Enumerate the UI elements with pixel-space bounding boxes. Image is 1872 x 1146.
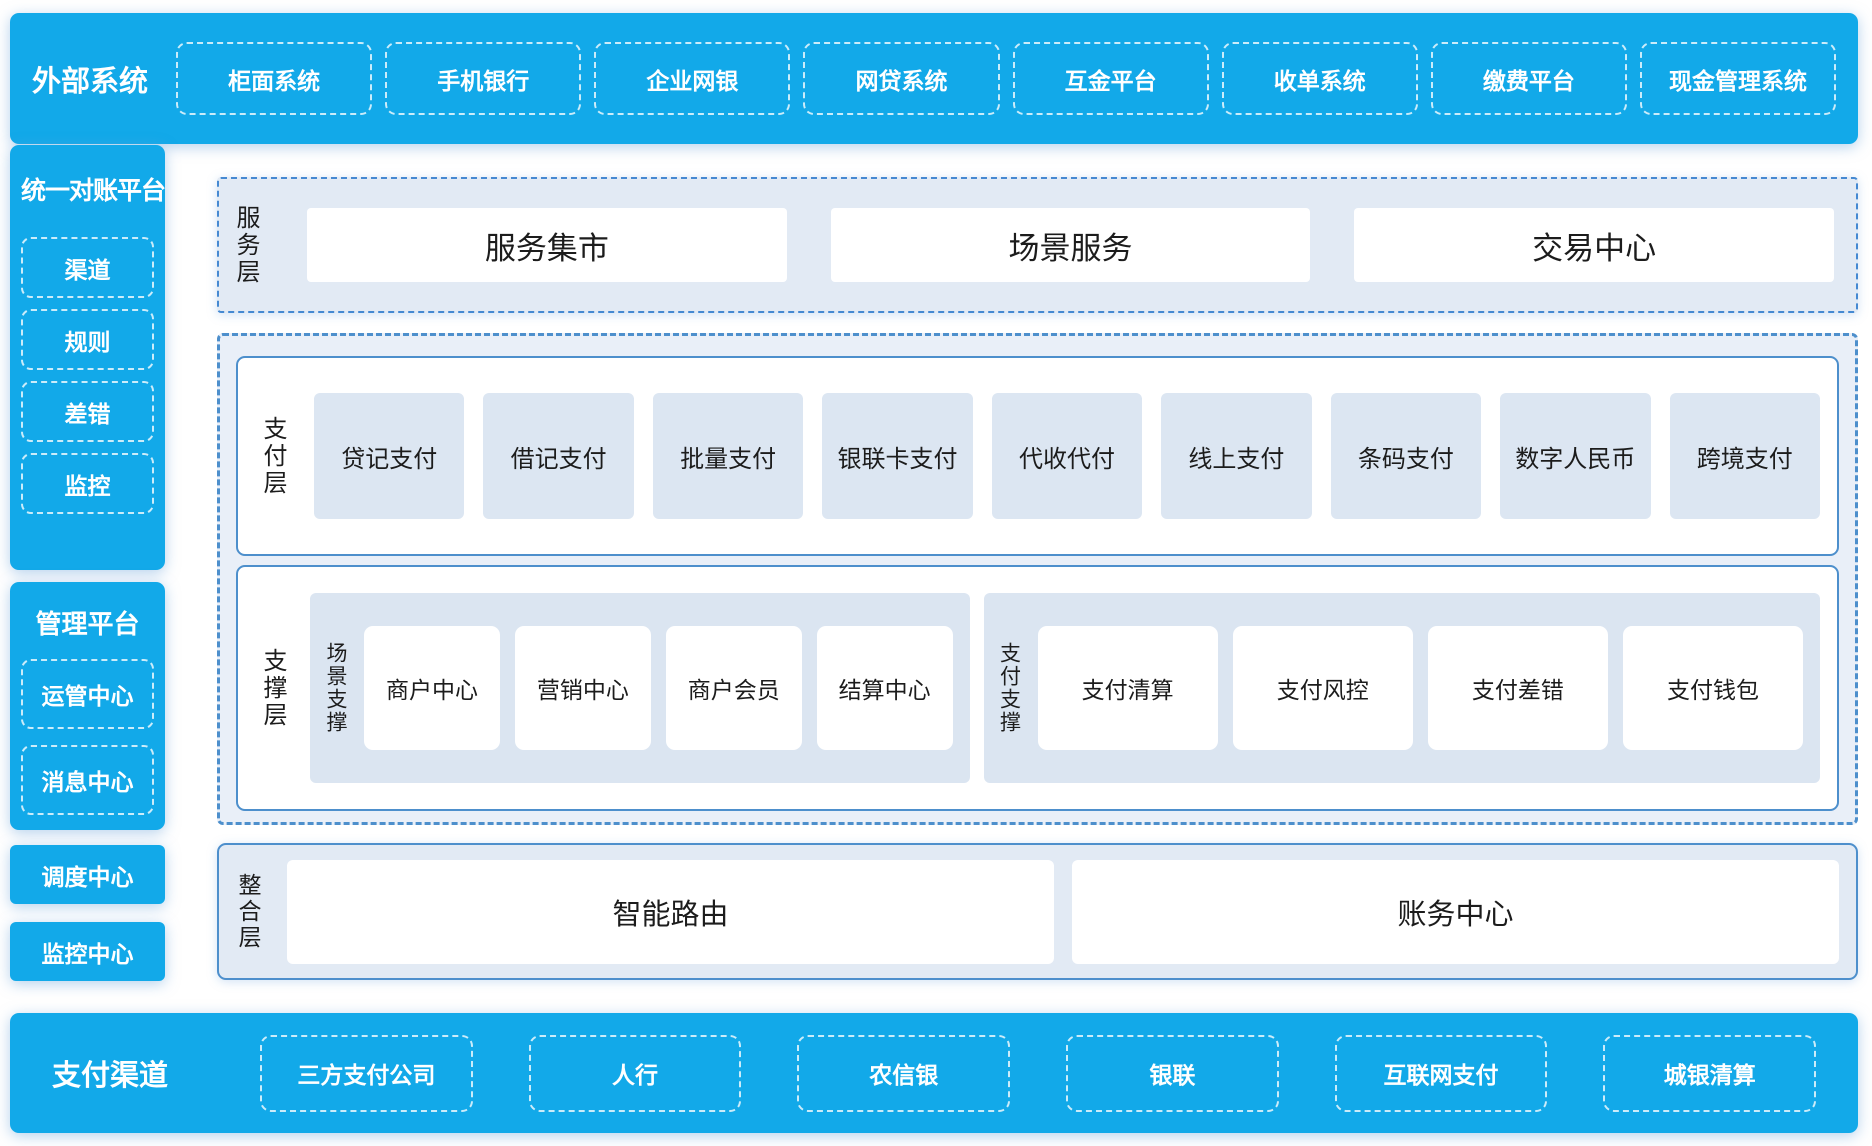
payment-support-group: 支付支撑 支付清算 支付风控 支付差错 支付钱包 xyxy=(983,593,1820,783)
reconciliation-platform-box: 统一对账平台 渠道 规则 差错 监控 xyxy=(10,145,166,570)
payment-channel-item: 三方支付公司 xyxy=(260,1034,473,1112)
external-systems-bar: 外部系统 柜面系统 手机银行 企业网银 网贷系统 互金平台 收单系统 缴费平台 … xyxy=(10,13,1858,144)
integration-layer: 整合层 智能路由 账务中心 xyxy=(217,843,1858,980)
dispatch-center-box: 调度中心 xyxy=(10,845,165,904)
external-systems-items: 柜面系统 手机银行 企业网银 网贷系统 互金平台 收单系统 缴费平台 现金管理系… xyxy=(176,42,1837,115)
service-layer-item: 场景服务 xyxy=(830,208,1311,282)
support-tile: 商户会员 xyxy=(665,626,802,750)
scene-support-items: 商户中心 营销中心 商户会员 结算中心 xyxy=(364,626,953,750)
reconciliation-platform-items: 渠道 规则 差错 监控 xyxy=(21,237,154,514)
external-system-item: 柜面系统 xyxy=(176,42,373,115)
management-platform-box: 管理平台 运管中心 消息中心 xyxy=(10,582,165,830)
service-layer: 服务层 服务集市 场景服务 交易中心 xyxy=(217,177,1858,313)
external-systems-title: 外部系统 xyxy=(32,65,149,98)
service-layer-item: 服务集市 xyxy=(307,208,787,282)
monitor-center-box: 监控中心 xyxy=(10,922,165,981)
external-system-item: 网贷系统 xyxy=(803,42,1000,115)
payment-layer-items: 贷记支付 借记支付 批量支付 银联卡支付 代收代付 线上支付 条码支付 数字人民… xyxy=(314,393,1820,519)
payment-layer-item: 批量支付 xyxy=(652,393,804,519)
integration-layer-item: 账务中心 xyxy=(1072,859,1839,964)
payment-layer-label: 支付层 xyxy=(259,415,286,497)
external-system-item: 企业网银 xyxy=(594,42,791,115)
sidebar-item: 差错 xyxy=(21,381,154,442)
payment-layer: 支付层 贷记支付 借记支付 批量支付 银联卡支付 代收代付 线上支付 条码支付 … xyxy=(236,356,1839,556)
payment-channel-item: 银联 xyxy=(1066,1034,1279,1112)
payment-channel-item: 农信银 xyxy=(797,1034,1011,1112)
sidebar-item: 监控 xyxy=(21,453,154,514)
payment-layer-item: 借记支付 xyxy=(483,393,634,519)
payment-layer-item: 条码支付 xyxy=(1330,393,1482,519)
service-layer-label: 服务层 xyxy=(232,204,259,286)
payment-channels-title: 支付渠道 xyxy=(52,1060,169,1092)
payment-channel-item: 城银清算 xyxy=(1603,1034,1817,1112)
service-layer-items: 服务集市 场景服务 交易中心 xyxy=(307,208,1835,282)
reconciliation-platform-title: 统一对账平台 xyxy=(21,177,166,205)
payment-support-items: 支付清算 支付风控 支付差错 支付钱包 xyxy=(1037,626,1803,750)
sidebar-item: 渠道 xyxy=(21,237,154,298)
external-system-item: 现金管理系统 xyxy=(1639,42,1837,115)
payment-channel-item: 人行 xyxy=(528,1034,742,1112)
external-system-item: 手机银行 xyxy=(385,42,582,115)
scene-support-group: 场景支撑 商户中心 营销中心 商户会员 结算中心 xyxy=(310,593,970,783)
support-layer: 支撑层 场景支撑 商户中心 营销中心 商户会员 结算中心 支付支撑 xyxy=(236,565,1839,811)
payment-layer-item: 线上支付 xyxy=(1161,393,1312,519)
service-layer-item: 交易中心 xyxy=(1354,208,1835,282)
payment-layer-item: 银联卡支付 xyxy=(822,393,973,519)
management-platform-title: 管理平台 xyxy=(35,609,140,639)
external-system-item: 缴费平台 xyxy=(1430,42,1627,115)
payment-layer-item: 贷记支付 xyxy=(314,393,465,519)
management-platform-items: 运管中心 消息中心 xyxy=(21,659,154,815)
payment-layer-item: 数字人民币 xyxy=(1500,393,1651,519)
support-tile: 结算中心 xyxy=(816,626,953,750)
support-tile: 支付钱包 xyxy=(1622,626,1803,750)
sidebar-item: 消息中心 xyxy=(21,745,154,815)
support-tile: 支付清算 xyxy=(1037,626,1218,750)
payment-channels-bar: 支付渠道 三方支付公司 人行 农信银 银联 互联网支付 城银清算 xyxy=(10,1013,1858,1133)
sidebar: 统一对账平台 渠道 规则 差错 监控 管理平台 运管中心 消息中心 调度中心 监… xyxy=(10,145,166,999)
payment-layer-item: 跨境支付 xyxy=(1669,393,1820,519)
payment-layer-item: 代收代付 xyxy=(991,393,1143,519)
core-layers-container: 支付层 贷记支付 借记支付 批量支付 银联卡支付 代收代付 线上支付 条码支付 … xyxy=(217,333,1858,825)
payment-support-label: 支付支撑 xyxy=(997,642,1021,734)
support-tile: 支付差错 xyxy=(1427,626,1608,750)
sidebar-item: 运管中心 xyxy=(21,659,154,729)
support-tile: 支付风控 xyxy=(1232,626,1413,750)
support-layer-groups: 场景支撑 商户中心 营销中心 商户会员 结算中心 支付支撑 支付清算 支付风控 xyxy=(310,593,1820,783)
sidebar-item: 规则 xyxy=(21,309,154,370)
scene-support-label: 场景支撑 xyxy=(324,642,347,734)
external-system-item: 收单系统 xyxy=(1221,42,1418,115)
integration-layer-items: 智能路由 账务中心 xyxy=(287,859,1839,964)
main-layers-area: 服务层 服务集市 场景服务 交易中心 支付层 贷记支付 借记支付 批量支付 银联… xyxy=(217,145,1858,980)
payment-channel-item: 互联网支付 xyxy=(1334,1034,1548,1112)
external-system-item: 互金平台 xyxy=(1012,42,1209,115)
support-tile: 营销中心 xyxy=(514,626,651,750)
integration-layer-item: 智能路由 xyxy=(287,859,1054,964)
payment-channels-items: 三方支付公司 人行 农信银 银联 互联网支付 城银清算 xyxy=(260,1034,1817,1112)
integration-layer-label: 整合层 xyxy=(235,872,261,951)
support-tile: 商户中心 xyxy=(364,626,500,750)
support-layer-label: 支撑层 xyxy=(259,647,286,729)
